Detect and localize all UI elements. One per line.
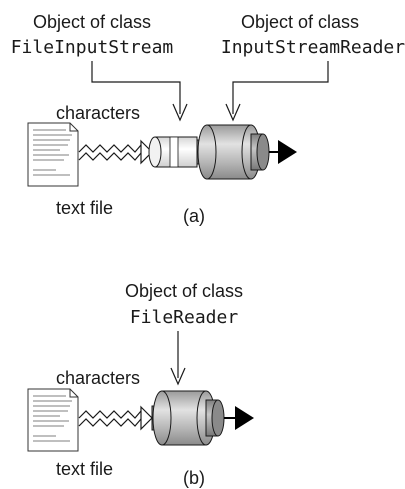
panel-a-right-label-line2: InputStreamReader	[221, 37, 405, 58]
panel-b-arrowhead	[170, 367, 186, 386]
panel-b-text-file-icon	[27, 388, 79, 452]
panel-a-left-label-line1: Object of class	[33, 12, 151, 32]
panel-a-file-input-stream-cylinder	[148, 136, 198, 168]
panel-a-right-pointer	[232, 61, 329, 114]
panel-b-label-line2: FileReader	[130, 307, 239, 328]
panel-b-label-line1: Object of class	[125, 281, 243, 301]
panel-b-characters-label: characters	[56, 368, 140, 388]
panel-a-characters-label: characters	[56, 103, 140, 123]
panel-a-left-pointer	[91, 61, 181, 114]
panel-b-character-flow	[78, 405, 153, 431]
panel-a-left-arrowhead	[172, 103, 188, 122]
panel-b: Object of class FileReader characters	[27, 281, 254, 488]
panel-a-output-arrow	[269, 140, 297, 164]
panel-a: Object of class FileInputStream Object o…	[11, 12, 405, 226]
panel-a-text-file-label: text file	[56, 198, 113, 218]
panel-b-output-arrow	[224, 406, 254, 430]
panel-a-left-label-line2: FileInputStream	[11, 37, 174, 58]
panel-b-text-file-label: text file	[56, 459, 113, 479]
panel-b-caption: (b)	[183, 468, 205, 488]
panel-a-caption: (a)	[183, 206, 205, 226]
panel-a-input-stream-reader-cylinder	[196, 124, 270, 180]
panel-b-file-reader-cylinder	[151, 390, 225, 446]
panel-a-right-label-line1: Object of class	[241, 12, 359, 32]
panel-a-text-file-icon	[27, 122, 79, 187]
panel-a-right-arrowhead	[225, 103, 241, 122]
panel-a-character-flow	[78, 139, 153, 165]
